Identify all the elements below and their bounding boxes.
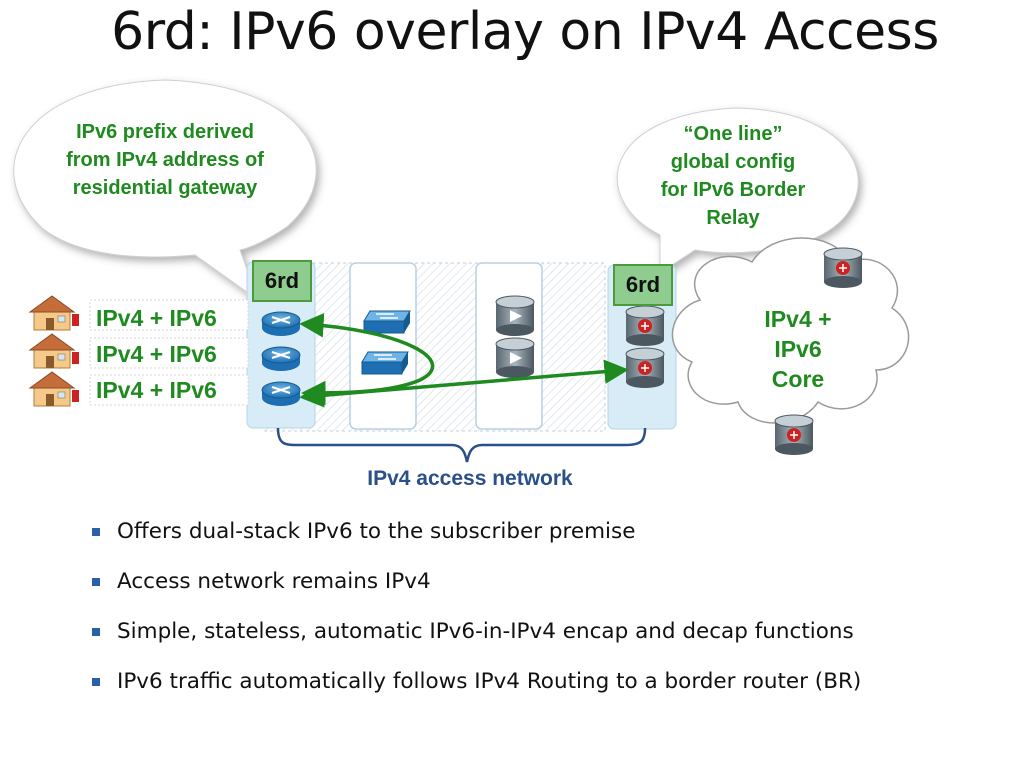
callout-right-line: global config (670, 151, 796, 173)
subscriber-label: IPv4 + IPv6 (96, 377, 217, 403)
callout-right-bubble (616, 107, 859, 274)
house-icon (28, 371, 79, 407)
subscriber-label: IPv4 + IPv6 (96, 341, 217, 367)
house-icon (28, 295, 79, 331)
callout-left-line: IPv6 prefix derived (76, 121, 254, 143)
bullet-list: Offers dual-stack IPv6 to the subscriber… (92, 512, 861, 712)
access-router-icon (495, 295, 535, 336)
callout-left-line: residential gateway (72, 177, 258, 199)
callout-right-line: Relay (706, 207, 760, 229)
access-network-zone (264, 262, 606, 432)
core-label-line: IPv6 (774, 336, 822, 362)
core-router-icon (823, 247, 863, 288)
access-network-brace (276, 427, 647, 463)
6rd-tag-br: 6rd (613, 264, 673, 306)
bullet-square-icon (92, 678, 100, 686)
access-router-icon (495, 337, 535, 378)
bullet-text: Simple, stateless, automatic IPv6-in-IPv… (117, 619, 854, 644)
page-title: 6rd: IPv6 overlay on IPv4 Access (111, 2, 939, 62)
bullet-square-icon (92, 528, 100, 536)
core-label-line: Core (771, 366, 825, 392)
bullet-square-icon (92, 578, 100, 586)
core-label-line: IPv4 + (764, 306, 832, 332)
6rd-tag-ce: 6rd (252, 260, 312, 302)
bullet-square-icon (92, 628, 100, 636)
callout-left-bubble (13, 79, 317, 302)
callout-right-text: “One line” global config for IPv6 Border… (633, 120, 833, 232)
switch-panel (349, 262, 417, 430)
bullet-item: IPv6 traffic automatically follows IPv4 … (92, 662, 861, 712)
callout-left-text: IPv6 prefix derived from IPv4 address of… (45, 118, 285, 202)
border-relay-icon (625, 305, 665, 346)
bullet-item: Offers dual-stack IPv6 to the subscriber… (92, 512, 861, 562)
bullet-item: Access network remains IPv4 (92, 562, 861, 612)
access-network-label: IPv4 access network (367, 467, 573, 490)
ce-router-icon (261, 346, 301, 371)
subscriber-label: IPv4 + IPv6 (96, 305, 217, 331)
ce-to-br-arrow (299, 359, 629, 408)
bullet-text: Access network remains IPv4 (117, 569, 431, 594)
callout-left-line: from IPv4 address of (66, 149, 264, 171)
ce-router-icon (261, 381, 301, 406)
house-icon (28, 333, 79, 369)
callout-right-line: “One line” (683, 123, 783, 145)
bullet-item: Simple, stateless, automatic IPv6-in-IPv… (92, 612, 861, 662)
core-router-icon (774, 414, 814, 455)
switch-icon (363, 310, 411, 334)
bullet-text: IPv6 traffic automatically follows IPv4 … (117, 669, 862, 694)
ce-router-icon (261, 311, 301, 336)
network-diagram (13, 79, 910, 463)
border-relay-icon (625, 347, 665, 388)
switch-icon (361, 351, 409, 375)
core-label: IPv4 + IPv6 Core (748, 304, 848, 394)
bullet-text: Offers dual-stack IPv6 to the subscriber… (117, 519, 636, 544)
callout-right-line: for IPv6 Border (660, 179, 806, 201)
